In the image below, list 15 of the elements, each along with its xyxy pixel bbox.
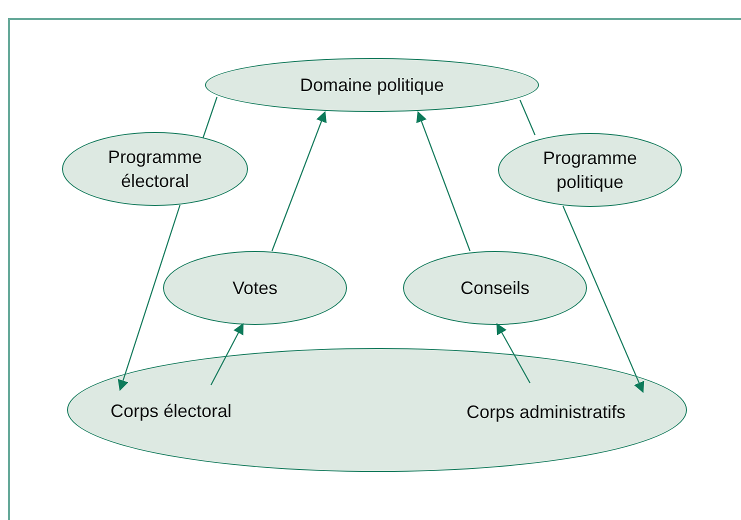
arrow bbox=[210, 323, 244, 386]
node-label: Corps administratifs bbox=[466, 401, 626, 424]
node-label: Votes bbox=[232, 277, 278, 300]
arrow bbox=[118, 204, 181, 392]
connector-line bbox=[202, 96, 218, 138]
arrow bbox=[562, 206, 644, 393]
node-label: Programme électoral bbox=[106, 146, 204, 193]
node-label: Conseils bbox=[460, 277, 530, 300]
node-label: Domaine politique bbox=[300, 74, 444, 97]
node-label: Programme politique bbox=[542, 147, 638, 194]
arrow bbox=[416, 110, 471, 252]
arrow bbox=[271, 110, 327, 252]
node-label: Corps électoral bbox=[110, 400, 232, 423]
arrow bbox=[496, 323, 531, 384]
connector-line bbox=[519, 100, 536, 136]
